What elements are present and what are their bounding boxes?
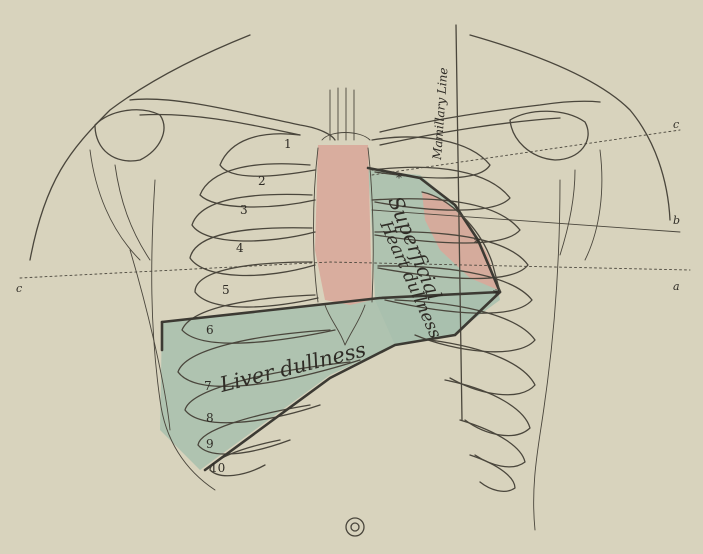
rib-number-4: 4 — [236, 241, 244, 255]
rib-number-6: 6 — [206, 323, 214, 337]
rib-number-2: 2 — [258, 174, 266, 188]
svg-text:*: * — [396, 171, 402, 185]
rib-number-8: 8 — [206, 411, 214, 425]
rib-number-5: 5 — [222, 283, 230, 297]
rib-number-10: 10 — [210, 461, 225, 475]
letter-a-right: a — [673, 280, 680, 293]
svg-text:*: * — [474, 236, 480, 250]
sternum-area — [315, 145, 372, 305]
rib-number-7: 7 — [204, 379, 212, 393]
rib-number-1: 1 — [284, 137, 292, 151]
rib-number-9: 9 — [206, 437, 214, 451]
letter-c-left: c — [16, 282, 22, 295]
svg-text:*: * — [493, 287, 499, 301]
letter-b-right: b — [673, 214, 680, 227]
letter-c-right: c — [673, 118, 679, 131]
rib-number-3: 3 — [240, 203, 248, 217]
